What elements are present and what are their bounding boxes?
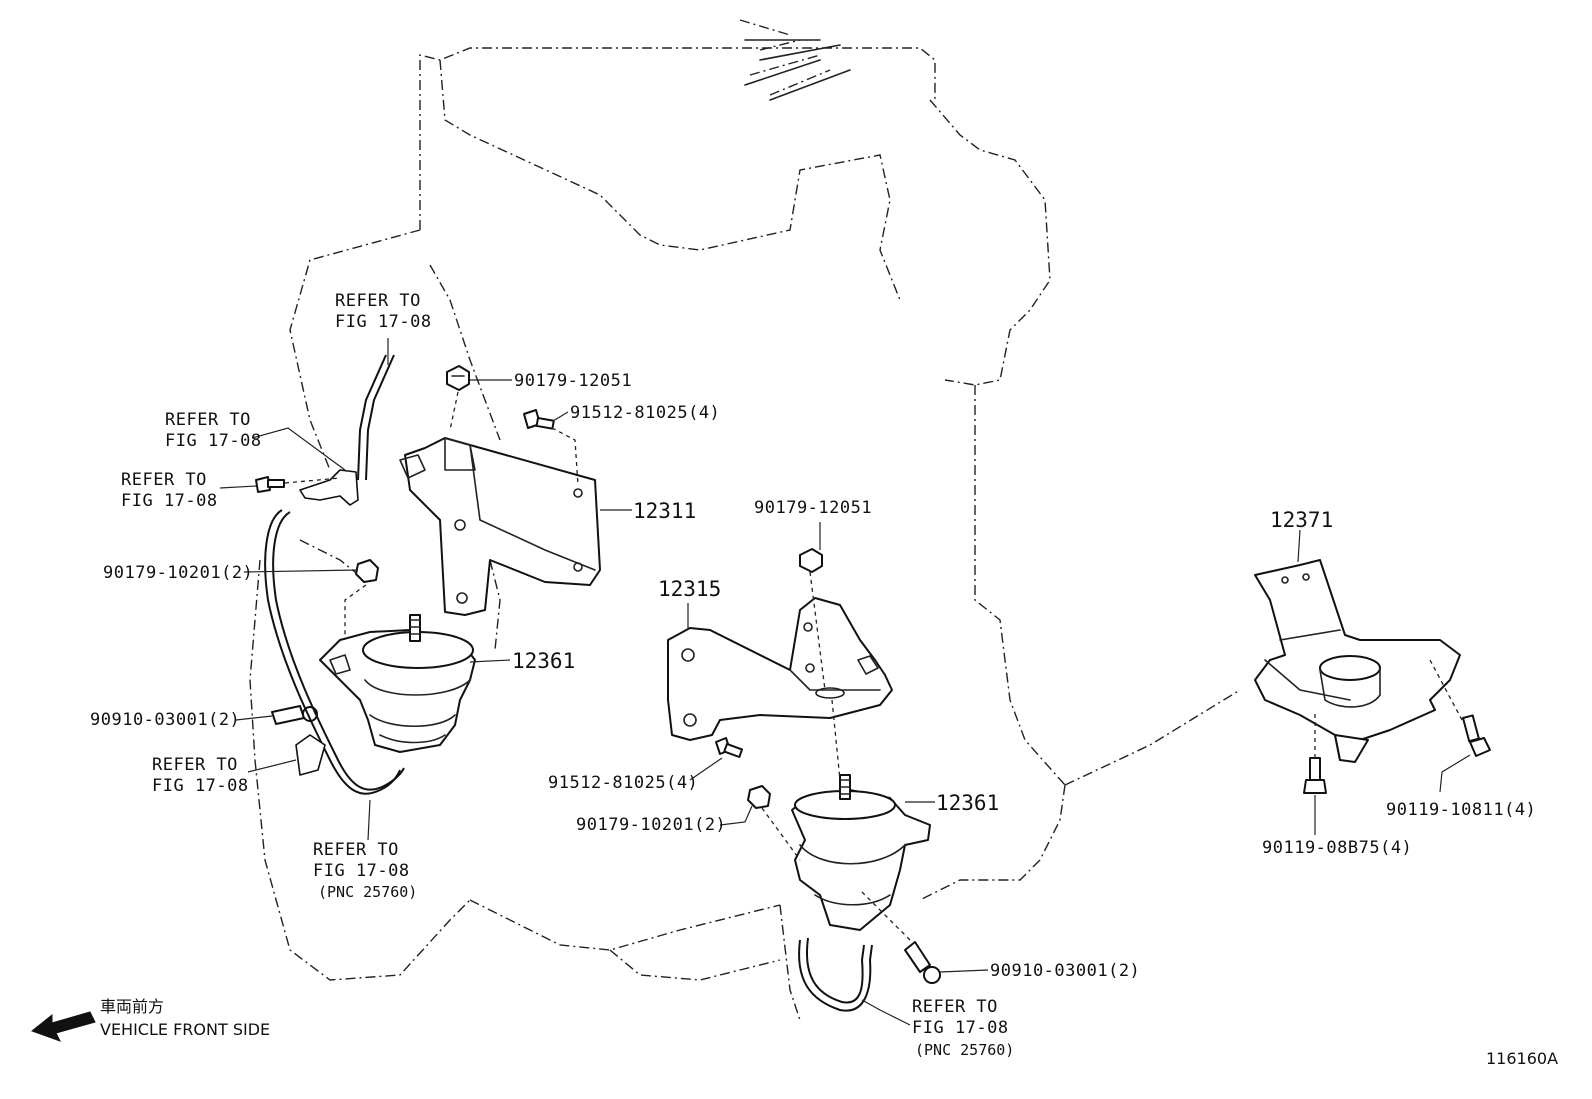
engine-mount-12361-right bbox=[791, 774, 931, 931]
refer-3-line1: REFER TO bbox=[121, 470, 207, 490]
bolt-91512-81025-center bbox=[715, 737, 744, 758]
label-91512-81025-left: 91512-81025(4) bbox=[570, 403, 720, 423]
nut-90179-12051-center bbox=[799, 548, 823, 573]
bolt-90119-08B75 bbox=[1303, 757, 1327, 794]
refer-5-line1: REFER TO bbox=[313, 840, 399, 860]
hoses-center bbox=[798, 937, 873, 1012]
label-12311: 12311 bbox=[633, 499, 696, 523]
label-12371: 12371 bbox=[1270, 508, 1333, 532]
label-12361-right: 12361 bbox=[936, 791, 999, 815]
bolt-90910-03001-center bbox=[904, 941, 941, 984]
label-90179-12051-center: 90179-12051 bbox=[754, 498, 872, 518]
bracket-12315 bbox=[667, 597, 893, 741]
refer-3-line2: FIG 17-08 bbox=[121, 491, 218, 511]
refer-5-line3: (PNC 25760) bbox=[318, 883, 417, 901]
label-90119-08B75: 90119-08B75(4) bbox=[1262, 838, 1412, 858]
refer-4-line1: REFER TO bbox=[152, 755, 238, 775]
label-90910-03001-left: 90910-03001(2) bbox=[90, 710, 240, 730]
label-12315: 12315 bbox=[658, 577, 721, 601]
assembly-guide-lines bbox=[284, 391, 1463, 941]
legend-jp: 車両前方 bbox=[100, 997, 164, 1016]
refer-5-line2: FIG 17-08 bbox=[313, 861, 410, 881]
leader-lines bbox=[219, 338, 1471, 1026]
label-90179-10201-left: 90179-10201(2) bbox=[103, 563, 253, 583]
bolt-90119-10811 bbox=[1462, 714, 1491, 757]
refer-2-line2: FIG 17-08 bbox=[165, 431, 262, 451]
refer-6-line3: (PNC 25760) bbox=[915, 1041, 1014, 1059]
refer-1-line1: REFER TO bbox=[335, 291, 421, 311]
nut-90179-10201-left bbox=[355, 559, 379, 583]
label-91512-81025-center: 91512-81025(4) bbox=[548, 773, 698, 793]
bolt-90910-03001-left bbox=[271, 705, 318, 725]
engine-mount-12361-left bbox=[319, 614, 476, 753]
bolt-refer-left bbox=[255, 476, 285, 493]
legend-en: VEHICLE FRONT SIDE bbox=[100, 1020, 270, 1039]
refer-6-line1: REFER TO bbox=[912, 997, 998, 1017]
refer-2-line1: REFER TO bbox=[165, 410, 251, 430]
engine-outline bbox=[249, 19, 1241, 1021]
refer-4-line2: FIG 17-08 bbox=[152, 776, 249, 796]
bracket-12311 bbox=[399, 437, 601, 616]
hoses-left bbox=[264, 354, 405, 795]
label-90910-03001-center: 90910-03001(2) bbox=[990, 961, 1140, 981]
label-90179-10201-center: 90179-10201(2) bbox=[576, 815, 726, 835]
refer-1-line2: FIG 17-08 bbox=[335, 312, 432, 332]
engine-mount-12371 bbox=[1254, 559, 1461, 763]
vehicle-front-legend: 車両前方 VEHICLE FRONT SIDE bbox=[30, 997, 270, 1042]
front-arrow-icon bbox=[30, 1011, 96, 1042]
bolt-91512-81025-left bbox=[523, 409, 555, 430]
label-90119-10811: 90119-10811(4) bbox=[1386, 800, 1536, 820]
label-90179-12051-left: 90179-12051 bbox=[514, 371, 632, 391]
nut-90179-10201-center bbox=[747, 785, 771, 809]
label-12361-left: 12361 bbox=[512, 649, 575, 673]
refer-6-line2: FIG 17-08 bbox=[912, 1018, 1009, 1038]
figure-code: 116160A bbox=[1486, 1049, 1558, 1068]
labels: REFER TO FIG 17-08 REFER TO FIG 17-08 RE… bbox=[90, 291, 1536, 1059]
nut-90179-12051-left bbox=[446, 365, 470, 391]
